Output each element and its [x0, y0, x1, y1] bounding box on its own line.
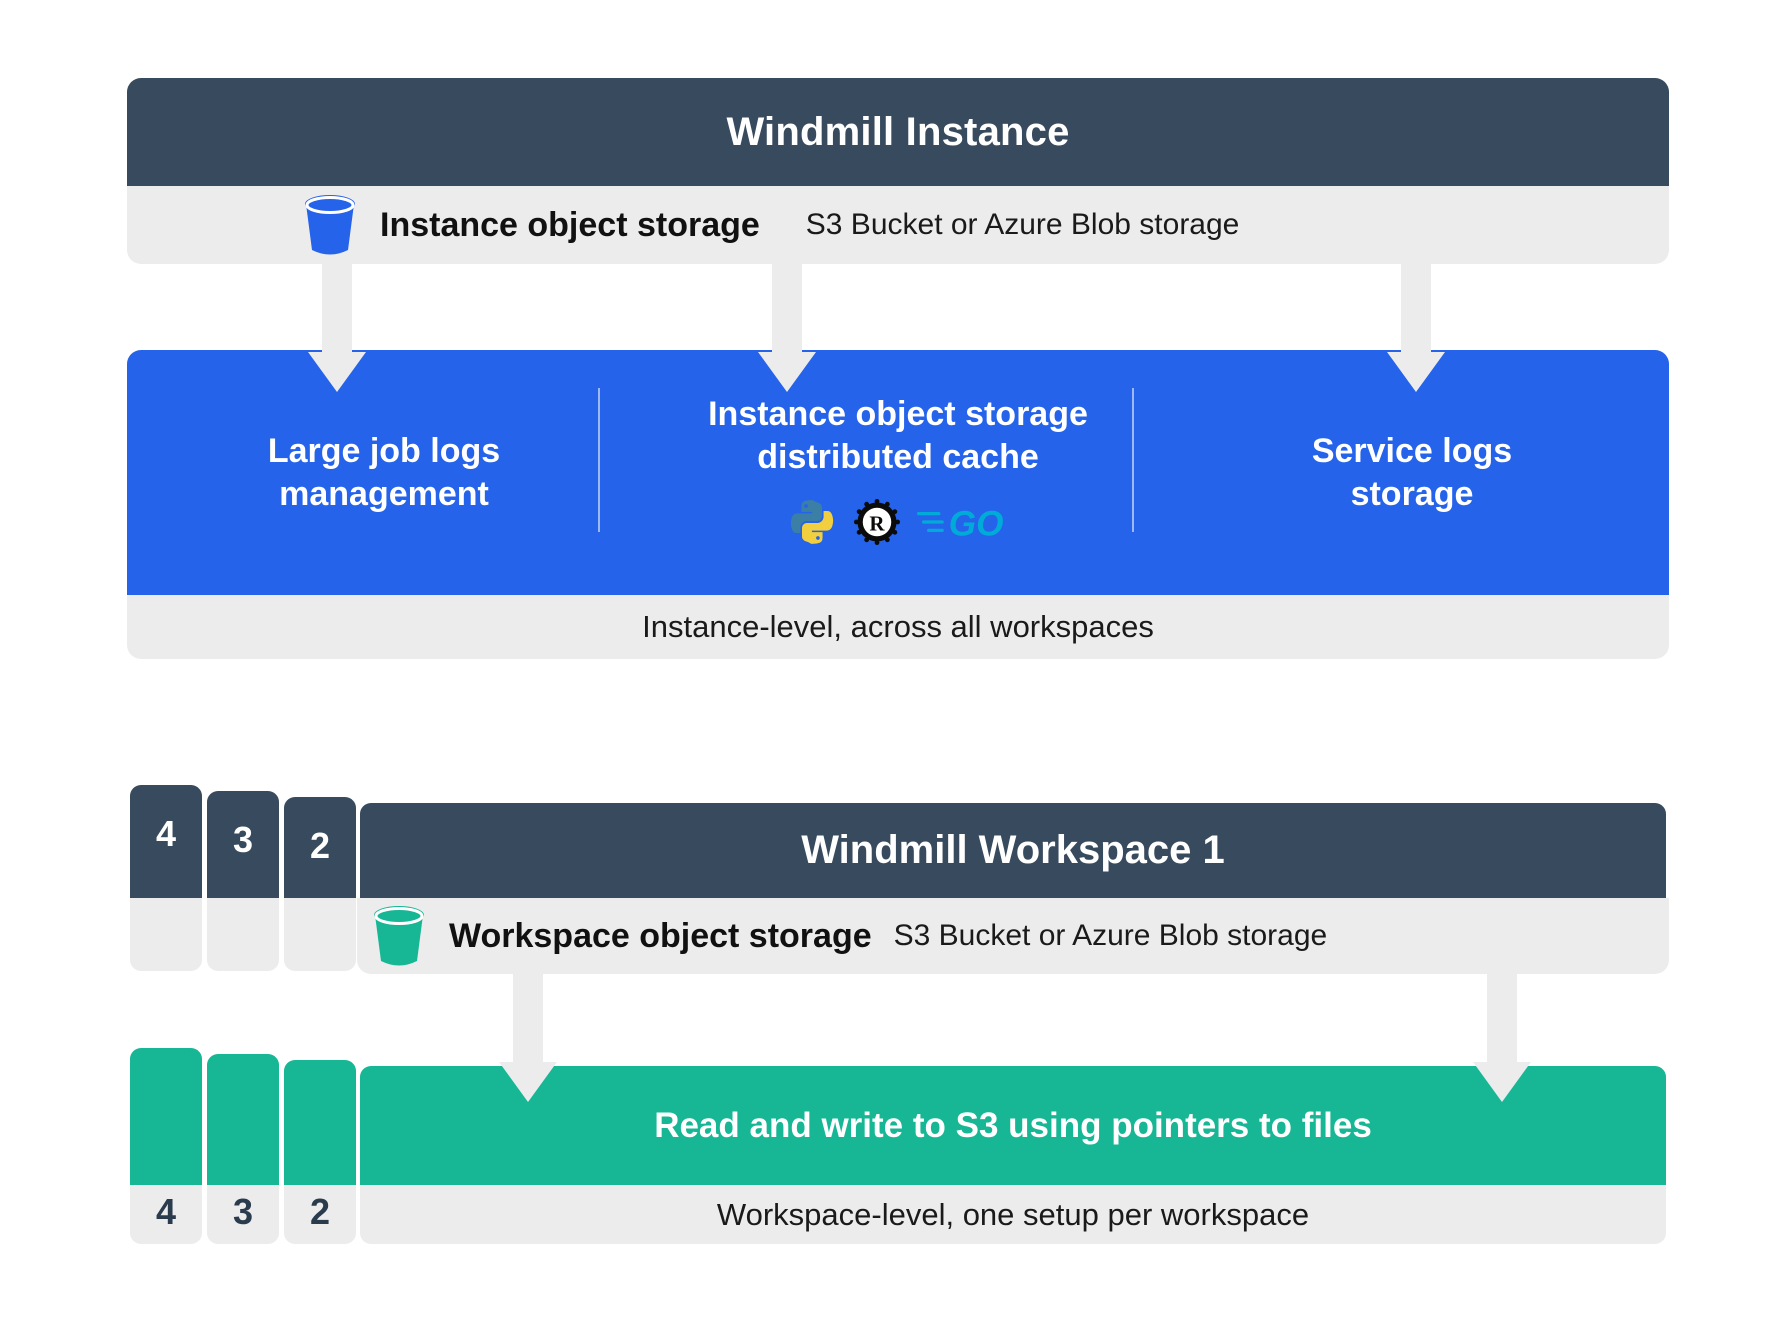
connector-arrow-2: [758, 352, 816, 392]
green-stack-tab-2[interactable]: [281, 1057, 359, 1185]
green-stack-number-4: 4: [127, 1185, 205, 1247]
instance-footer: Instance-level, across all workspaces: [127, 595, 1669, 659]
workspace-stack-tab-3-body: [204, 898, 282, 974]
green-stack-number: 4: [155, 1191, 177, 1232]
connector-arrow-1: [308, 352, 366, 392]
connector-line-1: [322, 256, 352, 366]
feature-column-service-logs: Service logs storage: [1155, 350, 1669, 595]
connector-line-2: [772, 256, 802, 366]
workspace-stack-number: 3: [232, 819, 254, 860]
connector-arrow-3: [1387, 352, 1445, 392]
green-stack-number-3: 3: [204, 1185, 282, 1247]
workspace-title: Windmill Workspace 1: [357, 800, 1669, 898]
instance-storage-row: Instance object storage S3 Bucket or Azu…: [127, 186, 1669, 264]
workspace-connector-arrow-2: [1473, 1062, 1531, 1102]
feature-column-large-job-logs: Large job logs management: [127, 350, 641, 595]
blue-bucket-icon: [302, 192, 358, 258]
go-icon: GO: [917, 501, 1009, 548]
feature-title: Service logs storage: [1311, 432, 1513, 513]
rust-icon: R: [853, 498, 901, 551]
instance-storage-label: Instance object storage: [380, 205, 760, 244]
workspace-stack-tab-2-body: [281, 898, 359, 974]
feature-column-distributed-cache: Instance object storage distributed cach…: [641, 350, 1155, 595]
instance-title: Windmill Instance: [127, 78, 1669, 186]
workspace-stack-tab-4-body: [127, 898, 205, 974]
workspace-stack-tab-4[interactable]: 4: [127, 782, 205, 898]
workspace-connector-line-2: [1487, 966, 1517, 1081]
green-stack-number: 3: [232, 1191, 254, 1232]
workspace-footer: Workspace-level, one setup per workspace: [357, 1185, 1669, 1247]
workspace-stack-tab-3[interactable]: 3: [204, 788, 282, 898]
workspace-connector-line-1: [513, 966, 543, 1081]
feature-title: Instance object storage distributed cach…: [708, 395, 1088, 476]
column-divider: [1132, 388, 1134, 532]
workspace-stack-number: 4: [155, 813, 177, 854]
green-stack-number-2: 2: [281, 1185, 359, 1247]
svg-text:R: R: [869, 511, 885, 535]
instance-card: Windmill Instance Instance object storag…: [127, 78, 1669, 264]
instance-storage-sub: S3 Bucket or Azure Blob storage: [805, 208, 1240, 241]
green-stack-tab-3[interactable]: [204, 1051, 282, 1185]
teal-bucket-icon: [371, 903, 427, 969]
workspace-action-band: Read and write to S3 using pointers to f…: [357, 1063, 1669, 1185]
language-icons: R GO: [787, 498, 1009, 552]
workspace-connector-arrow-1: [499, 1062, 557, 1102]
workspace-stack-tab-2[interactable]: 2: [281, 794, 359, 898]
connector-line-3: [1401, 256, 1431, 366]
svg-text:GO: GO: [949, 505, 1004, 544]
workspace-storage-label: Workspace object storage: [449, 916, 872, 955]
feature-title: Large job logs management: [267, 432, 501, 513]
column-divider: [598, 388, 600, 532]
workspace-storage-sub: S3 Bucket or Azure Blob storage: [893, 919, 1328, 952]
workspace-storage-row: Workspace object storage S3 Bucket or Az…: [357, 898, 1669, 974]
green-stack-number: 2: [309, 1191, 331, 1232]
python-icon: [787, 497, 837, 552]
green-stack-tab-4[interactable]: [127, 1045, 205, 1185]
workspace-stack-number: 2: [309, 825, 331, 866]
